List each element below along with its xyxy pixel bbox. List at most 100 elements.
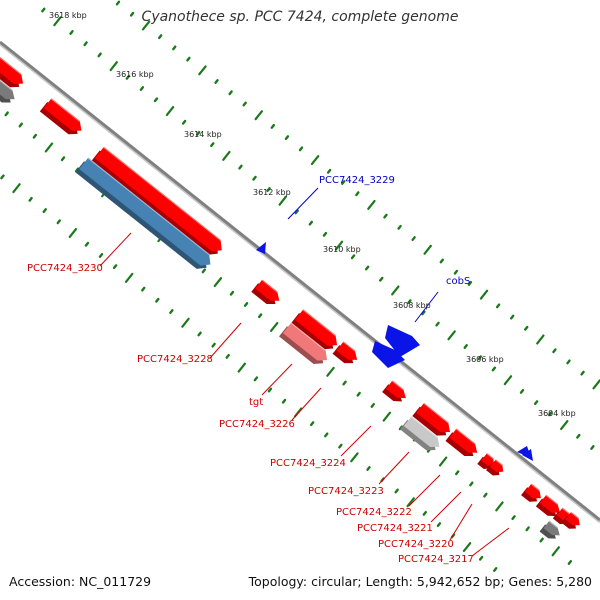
gene-block-highlight: [570, 511, 579, 519]
gene-block-body: [565, 512, 580, 526]
tick-mark: [68, 227, 78, 239]
tick-mark: [12, 183, 21, 194]
tick-mark: [491, 366, 497, 372]
tick-mark: [366, 466, 371, 471]
gene-steelblue: [75, 157, 211, 269]
tick-mark: [309, 421, 315, 427]
tick-mark: [210, 142, 215, 148]
gene-gray-body: [543, 521, 560, 536]
tick-mark: [406, 497, 415, 508]
gene-block: [445, 428, 478, 457]
tick-mark: [370, 402, 375, 408]
tick-mark: [324, 432, 329, 438]
tick-mark: [567, 560, 573, 565]
gene-label-pcc7424_3220: PCC7424_3220: [378, 539, 454, 550]
gene-label-pcc7424_3222: PCC7424_3222: [336, 507, 412, 518]
tick-label: 3612 kbp: [253, 188, 291, 197]
tick-mark: [421, 310, 426, 316]
tick-mark: [560, 420, 569, 431]
tick-mark: [455, 470, 460, 476]
tick-mark: [438, 456, 448, 467]
tick-label: 3606 kbp: [466, 355, 504, 364]
tick-mark: [463, 344, 468, 349]
tick-mark: [547, 411, 553, 417]
backbone-shadow: [0, 42, 600, 524]
tick-mark: [350, 452, 359, 463]
gene-block-highlight: [530, 483, 540, 492]
tick-mark: [266, 187, 271, 192]
gene-label-pcc7424_3221: PCC7424_3221: [357, 523, 433, 534]
tick-mark: [379, 276, 384, 282]
tick-mark: [281, 398, 287, 404]
tick-mark: [181, 317, 190, 328]
gene-block-highlight: [545, 494, 559, 506]
tick-mark: [436, 522, 442, 528]
genes: [0, 51, 580, 539]
gene-block-body: [489, 459, 504, 473]
gene-top-gray: [0, 75, 15, 103]
gene-pink: [279, 322, 328, 364]
tick-mark: [56, 219, 61, 225]
tick-mark: [253, 376, 259, 382]
gene-block-highlight: [486, 453, 494, 460]
tick-mark: [44, 142, 54, 153]
gene-block-shadow: [561, 515, 576, 529]
tick-mark: [112, 264, 118, 270]
tick-mark: [397, 224, 402, 230]
tick-mark: [269, 321, 279, 332]
gene-block: [535, 494, 561, 517]
gene-label-cobs: cobS: [446, 276, 470, 287]
label-leader-tgt: [261, 363, 293, 396]
tick-mark: [222, 150, 231, 161]
gene-block: [521, 483, 541, 502]
tick-mark: [211, 342, 216, 348]
tick-mark: [356, 391, 361, 397]
tick-mark: [326, 168, 332, 174]
gene-block-body: [416, 403, 451, 433]
tick-mark: [41, 7, 46, 13]
tick-mark: [229, 290, 235, 296]
tick-mark: [4, 111, 9, 117]
tick-mark: [252, 175, 257, 181]
tick-mark: [509, 314, 515, 320]
tick-mark: [398, 425, 404, 431]
gene-block-highlight: [561, 507, 570, 515]
tick-mark: [308, 220, 314, 226]
tick-mark: [590, 445, 595, 450]
gene-block: [290, 309, 338, 350]
tick-mark: [341, 180, 346, 185]
tick-mark: [141, 286, 146, 292]
gene-block-highlight: [423, 402, 449, 424]
backbone: [0, 40, 600, 524]
gene-block-body: [449, 428, 478, 453]
gene-block-body: [294, 309, 338, 346]
genome-title: Cyanothece sp. PCC 7424, complete genome: [141, 9, 459, 25]
tick-mark: [242, 101, 247, 107]
tick-mark: [165, 105, 175, 117]
gene-block-highlight: [103, 146, 222, 241]
tick-label: 3604 kbp: [538, 409, 576, 418]
tick-mark: [435, 321, 440, 327]
tick-mark: [394, 488, 399, 494]
tick-mark: [155, 297, 160, 303]
tick-mark: [278, 195, 287, 206]
gene-block-body: [386, 380, 406, 399]
tick-mark: [355, 191, 360, 197]
gene-block: [412, 402, 451, 436]
tick-mark: [69, 30, 74, 35]
tick-mark: [158, 34, 163, 40]
gene-steelblue-highlight: [87, 157, 210, 256]
gene-top-1: [0, 51, 24, 88]
tick-mark: [139, 86, 145, 92]
tick-mark: [592, 379, 600, 390]
tick-mark: [198, 65, 207, 76]
gene-block-body: [481, 453, 495, 466]
tick-mark: [83, 41, 88, 47]
gene-block-highlight: [50, 98, 81, 122]
tick-mark: [172, 45, 177, 51]
tick-mark: [97, 52, 102, 58]
gene-block-body: [336, 341, 358, 360]
tick-mark: [243, 302, 249, 307]
tick-marks: [0, 0, 600, 572]
tick-mark: [228, 90, 233, 96]
